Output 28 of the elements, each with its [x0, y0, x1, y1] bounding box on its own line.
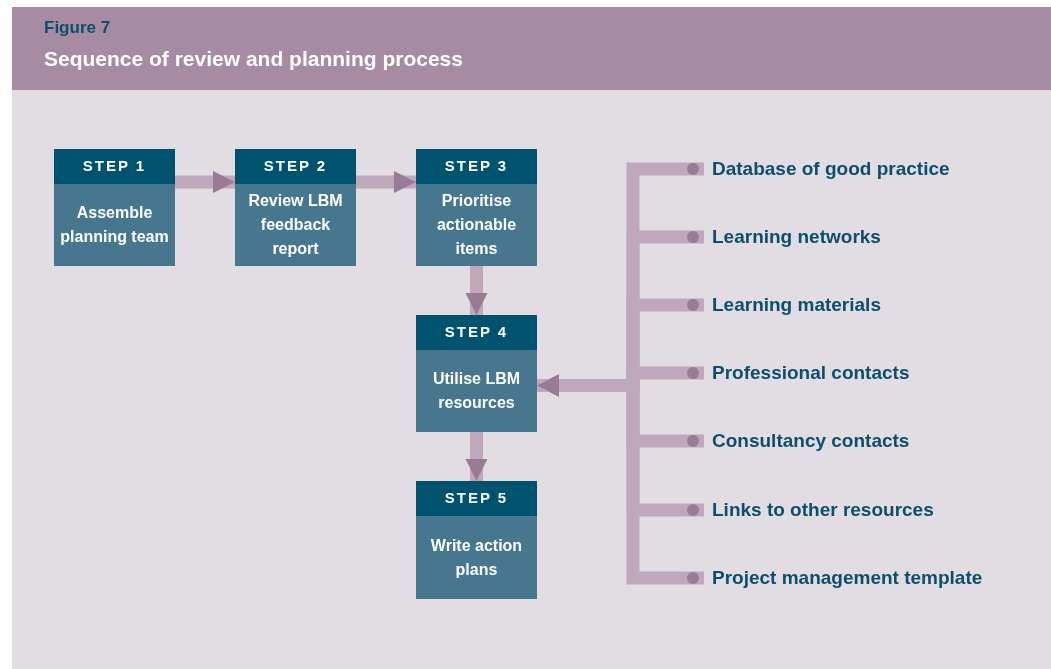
arrow: [175, 171, 235, 193]
resource-label: Consultancy contacts: [712, 429, 910, 453]
step-heading: STEP 1: [54, 149, 175, 184]
figure-number: Figure 7: [44, 17, 111, 39]
step-heading: STEP 4: [416, 315, 537, 350]
step-description: Review LBM feedback report: [247, 191, 344, 259]
title: Sequence of review and planning process: [44, 46, 463, 72]
step-heading: STEP 2: [235, 149, 356, 184]
step-heading: STEP 3: [416, 149, 537, 184]
step-box: [416, 315, 537, 432]
step-description: Assemble planning team: [59, 203, 170, 247]
resource-label: Links to other resources: [712, 498, 934, 522]
arrow: [465, 432, 488, 481]
arrow: [465, 266, 488, 315]
resource-label: Learning networks: [712, 225, 881, 249]
step-box: [235, 149, 356, 266]
resource-label: Project management template: [712, 566, 983, 590]
arrow: [356, 171, 416, 193]
step-description: Write action plans: [429, 535, 524, 580]
step-description: Utilise LBM resources: [431, 369, 522, 413]
resource-label: Professional contacts: [712, 361, 910, 385]
step-description: Prioritise actionable items: [435, 191, 518, 259]
resource-label: Learning materials: [712, 293, 881, 317]
step-heading: STEP 5: [416, 481, 537, 516]
resource-label: Database of good practice: [712, 157, 950, 181]
step-box: [54, 149, 175, 266]
step-box: [416, 149, 537, 266]
step-box: [416, 481, 537, 599]
